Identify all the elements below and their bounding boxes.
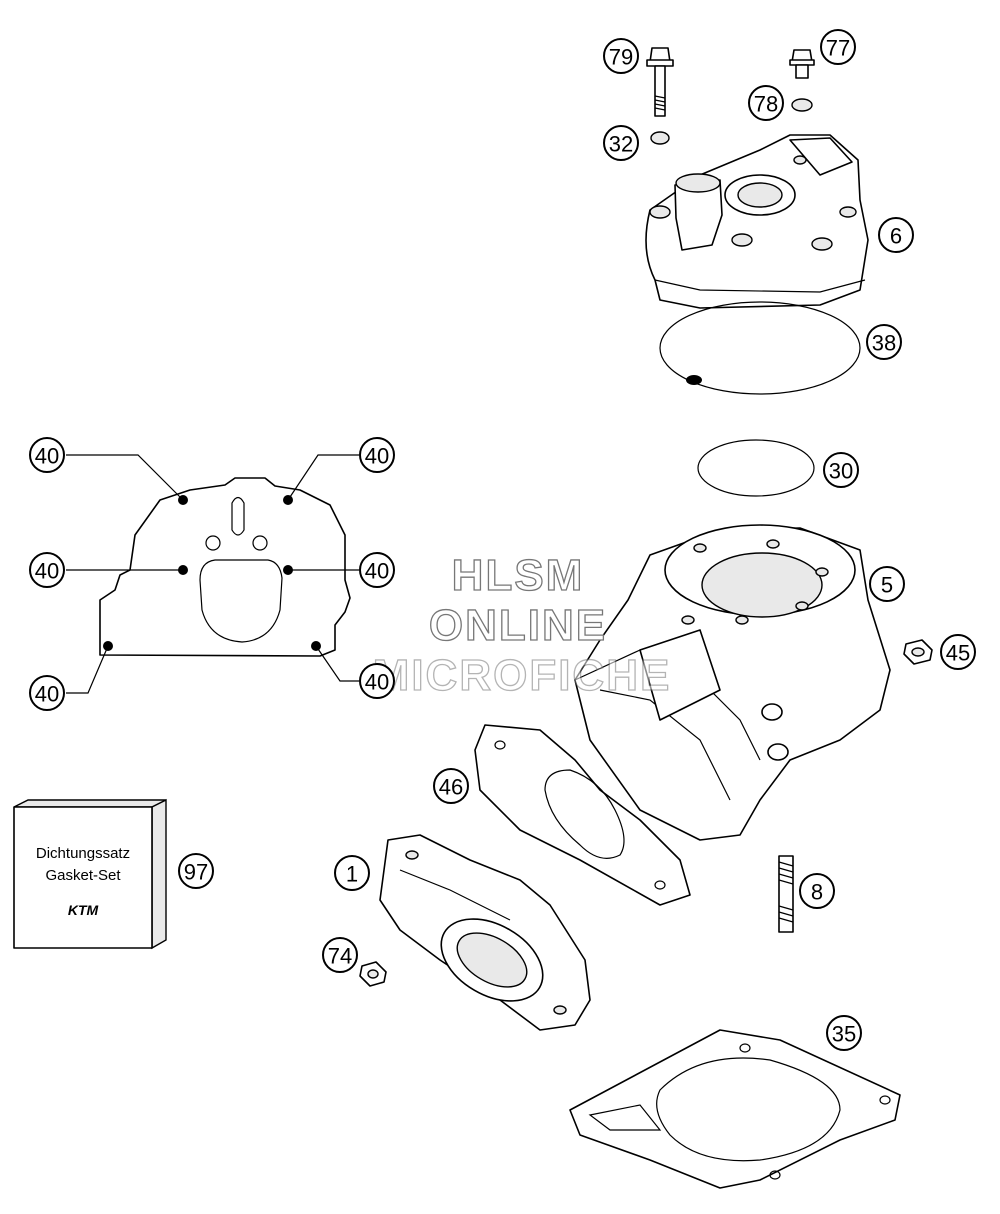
gasket-46: [474, 724, 691, 906]
nut-74: [359, 961, 387, 987]
callout-74[interactable]: 74: [322, 937, 358, 973]
callout-5-label: 5: [881, 573, 893, 598]
callout-38[interactable]: 38: [866, 324, 902, 360]
callout-74-label: 74: [328, 944, 352, 969]
cylinder-5: [574, 524, 891, 841]
callout-40-label: 40: [365, 559, 389, 584]
watermark-line3: MICROFICHE: [373, 651, 672, 700]
callout-77-label: 77: [826, 36, 850, 61]
callout-8-label: 8: [811, 880, 823, 905]
callout-97[interactable]: 97: [178, 853, 214, 889]
callout-38-label: 38: [872, 331, 896, 356]
gasket-set-box: Dichtungssatz Gasket-Set KTM: [13, 798, 167, 950]
callout-40-mid-right[interactable]: 40: [359, 552, 395, 588]
callout-40-top-left[interactable]: 40: [29, 437, 65, 473]
cylinder-head-6: [645, 134, 869, 309]
callout-40-bottom-left[interactable]: 40: [29, 675, 65, 711]
leader-lines: [66, 454, 359, 694]
callout-5[interactable]: 5: [869, 566, 905, 602]
callout-1[interactable]: 1: [334, 855, 370, 891]
callout-40-bottom-right[interactable]: 40: [359, 663, 395, 699]
callout-40-mid-left[interactable]: 40: [29, 552, 65, 588]
callout-40-label: 40: [35, 682, 59, 707]
washer-32: [650, 131, 670, 145]
watermark: HLSM ONLINE MICROFICHE: [372, 550, 672, 700]
callout-79[interactable]: 79: [603, 38, 639, 74]
callout-40-label: 40: [365, 444, 389, 469]
callout-40-label: 40: [35, 444, 59, 469]
callout-77[interactable]: 77: [820, 29, 856, 65]
callout-46[interactable]: 46: [433, 768, 469, 804]
watermark-line1: HLSM: [452, 551, 585, 600]
callout-6-label: 6: [890, 224, 902, 249]
callout-8[interactable]: 8: [799, 873, 835, 909]
callout-30[interactable]: 30: [823, 452, 859, 488]
intake-flange-1: [379, 834, 591, 1031]
ktm-logo: KTM: [68, 902, 99, 918]
o-ring-30: [697, 439, 815, 497]
stud-8: [778, 855, 794, 933]
callout-32[interactable]: 32: [603, 125, 639, 161]
callout-46-label: 46: [439, 775, 463, 800]
callout-35[interactable]: 35: [826, 1015, 862, 1051]
callout-35-label: 35: [832, 1022, 856, 1047]
bolt-79: [646, 47, 674, 117]
washer-78: [791, 98, 813, 112]
callout-78-label: 78: [754, 92, 778, 117]
base-gasket-35: [569, 1029, 901, 1189]
callout-1-label: 1: [346, 862, 358, 887]
callout-45[interactable]: 45: [940, 634, 976, 670]
watermark-line2: ONLINE: [429, 601, 607, 650]
nut-45: [903, 639, 933, 665]
exhaust-gasket: [99, 477, 351, 657]
callout-45-label: 45: [946, 641, 970, 666]
callout-40-label: 40: [365, 670, 389, 695]
callout-97-label: 97: [184, 860, 208, 885]
gasket-set-line2: Gasket-Set: [45, 867, 121, 884]
callout-40-label: 40: [35, 559, 59, 584]
bolt-77: [789, 49, 815, 79]
o-ring-38: [659, 301, 861, 395]
callout-78[interactable]: 78: [748, 85, 784, 121]
callout-32-label: 32: [609, 132, 633, 157]
callout-40-top-right[interactable]: 40: [359, 437, 395, 473]
callout-30-label: 30: [829, 459, 853, 484]
callout-6[interactable]: 6: [878, 217, 914, 253]
callout-79-label: 79: [609, 45, 633, 70]
gasket-set-line1: Dichtungssatz: [36, 845, 130, 862]
